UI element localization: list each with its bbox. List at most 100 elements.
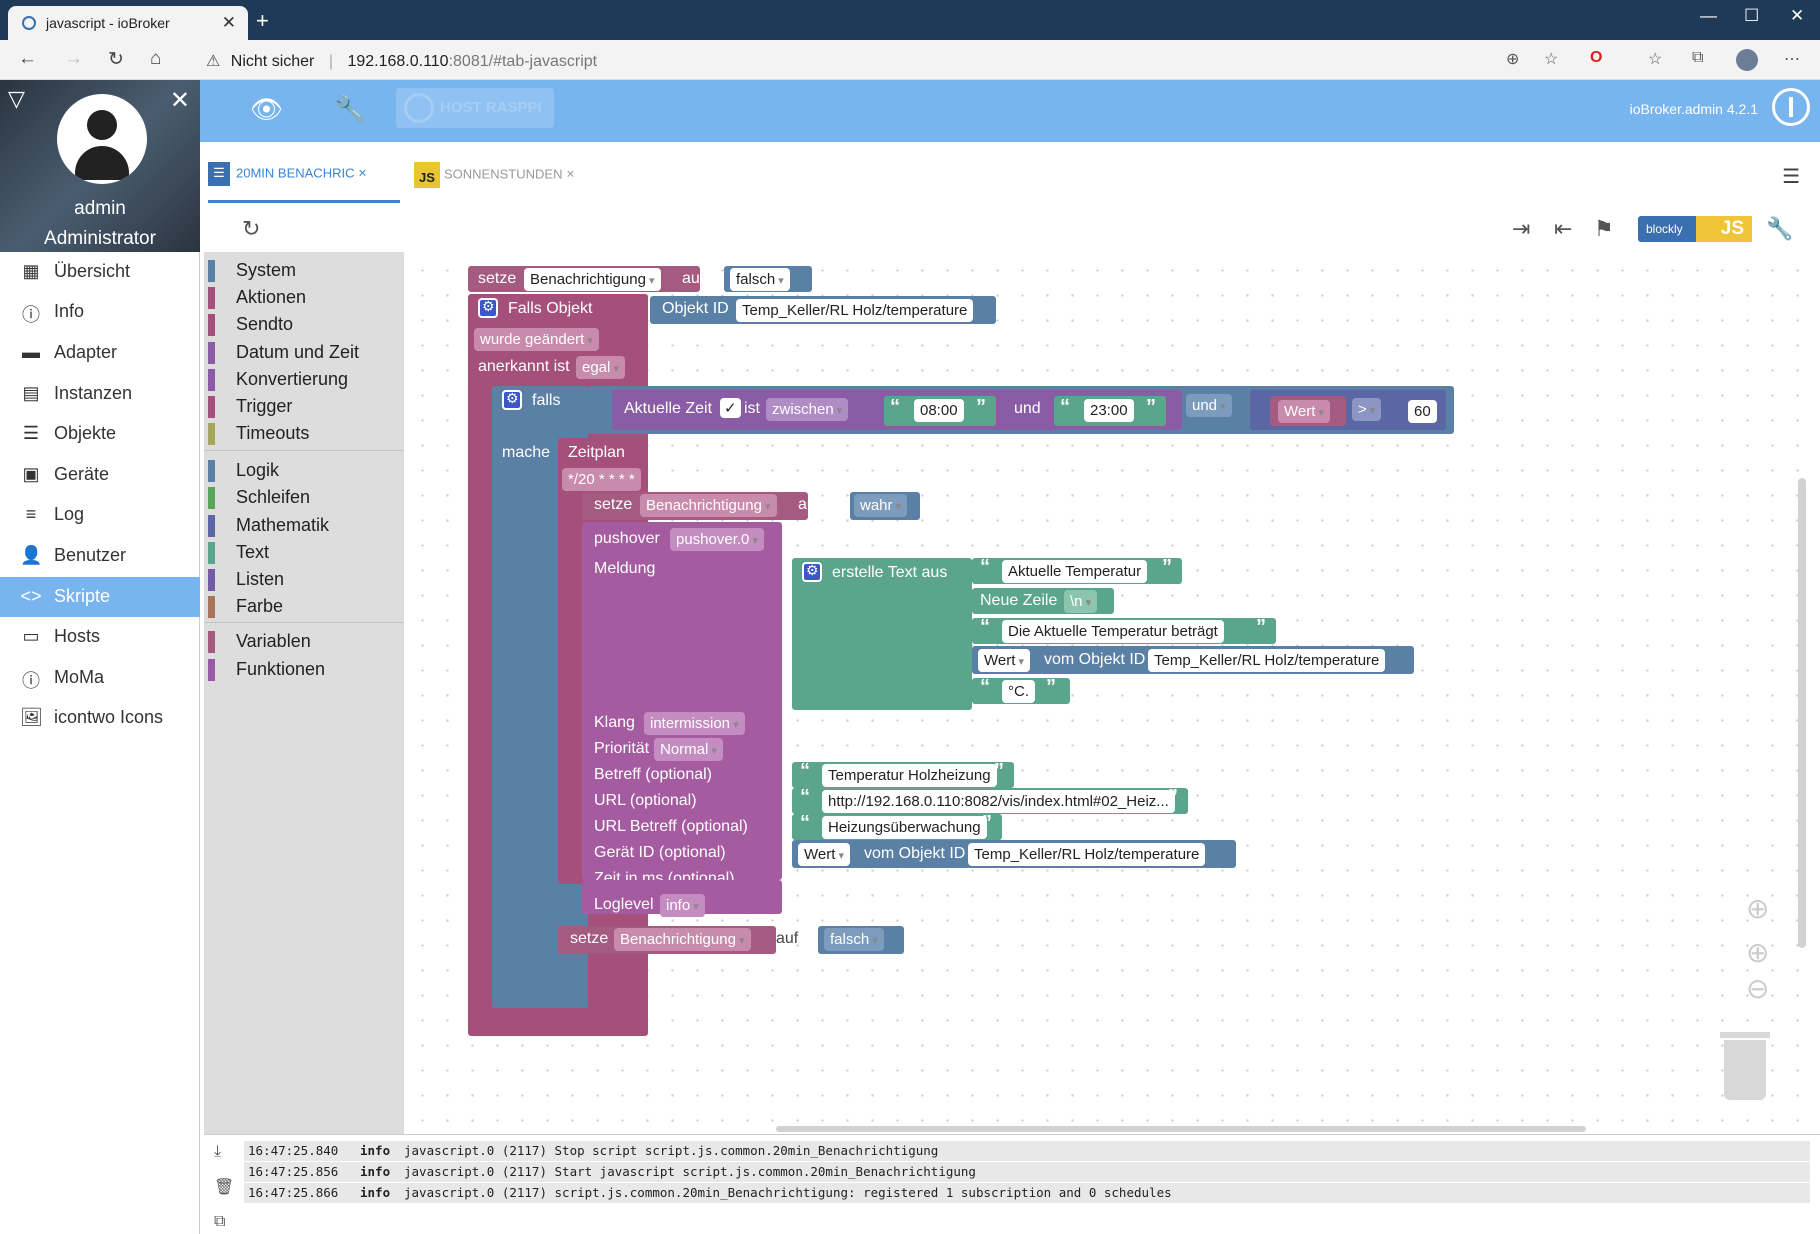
gear-icon[interactable] (478, 298, 498, 318)
opera-extension-icon[interactable]: O (1590, 49, 1603, 66)
blockly-workspace[interactable]: setze Benachrichtigung auf falsch Falls … (404, 252, 1810, 1134)
text-field[interactable]: Temperatur Holzheizung (822, 764, 997, 787)
settings-wrench-icon[interactable]: 🔧 (1766, 216, 1794, 241)
toolbox-category-timeouts[interactable]: Timeouts (204, 421, 404, 447)
toolbox-category-sendto[interactable]: Sendto (204, 312, 404, 338)
attribute-dropdown[interactable]: Wert (798, 843, 850, 866)
sidebar-item-icontwo[interactable]: 🖼icontwo Icons (0, 698, 200, 738)
vertical-scrollbar[interactable] (1798, 478, 1806, 948)
text-field[interactable]: °C. (1002, 680, 1035, 703)
home-icon[interactable]: ⌂ (150, 48, 162, 69)
instance-dropdown[interactable]: pushover.0 (670, 528, 764, 551)
zoom-out-icon[interactable]: ⊖ (1746, 973, 1770, 1004)
favorites-icon[interactable]: ☆ (1648, 51, 1663, 68)
toolbox-category-farbe[interactable]: Farbe (204, 594, 404, 620)
sidebar-item-skripte[interactable]: <>Skripte (0, 577, 200, 617)
reload-icon[interactable]: ↻ (108, 49, 124, 70)
horizontal-scrollbar[interactable] (776, 1126, 1586, 1132)
toolbox-category-variablen[interactable]: Variablen (204, 629, 404, 655)
boolean-dropdown[interactable]: falsch (730, 268, 790, 291)
zoom-icon[interactable]: ⊕ (1506, 51, 1520, 68)
text-join-block[interactable] (792, 558, 972, 710)
sidebar-item-uebersicht[interactable]: ▦Übersicht (0, 252, 200, 292)
new-tab-button[interactable]: + (256, 8, 269, 33)
sidebar-item-instanzen[interactable]: ▤Instanzen (0, 374, 200, 414)
close-tab-icon[interactable]: × (358, 164, 367, 181)
newline-dropdown[interactable]: \n (1064, 590, 1098, 613)
url-input[interactable]: ⚠ Nicht sicher | 192.168.0.110:8081/#tab… (198, 46, 1568, 74)
boolean-dropdown[interactable]: wahr (854, 494, 908, 517)
toolbox-category-logik[interactable]: Logik (204, 458, 404, 484)
trash-icon[interactable] (1720, 1032, 1770, 1100)
refresh-icon[interactable]: ↻ (242, 216, 261, 241)
value-dropdown[interactable]: Wert (1278, 400, 1330, 423)
number-field[interactable]: 60 (1408, 400, 1437, 423)
sidebar-item-hosts[interactable]: ▭Hosts (0, 617, 200, 657)
variable-dropdown[interactable]: Benachrichtigung (640, 494, 777, 517)
sidebar-item-log[interactable]: ≡Log (0, 495, 200, 535)
pushover-block[interactable] (582, 522, 782, 880)
attribute-dropdown[interactable]: Wert (978, 649, 1030, 672)
toolbox-category-funktionen[interactable]: Funktionen (204, 657, 404, 683)
close-tab-icon[interactable]: × (566, 165, 575, 182)
gear-icon[interactable] (502, 390, 522, 410)
minimize-icon[interactable]: — (1700, 6, 1717, 25)
recenter-icon[interactable]: ⊕ (1746, 893, 1770, 924)
change-dropdown[interactable]: wurde geändert (474, 328, 599, 351)
export-icon[interactable]: ⇥ (1512, 216, 1531, 241)
favorite-add-icon[interactable]: ☆ (1544, 51, 1559, 68)
more-icon[interactable]: ⋯ (1784, 51, 1800, 68)
scroll-down-icon[interactable]: ⤓ (214, 1143, 222, 1160)
menu-icon[interactable]: ☰ (1782, 166, 1800, 188)
cron-field[interactable]: */20 * * * * (562, 468, 641, 491)
sidebar-item-adapter[interactable]: ▬Adapter (0, 333, 200, 373)
time-to-field[interactable]: 23:00 (1084, 399, 1134, 422)
and-dropdown[interactable]: und (1186, 394, 1232, 417)
tab-20min-benachrichtigung[interactable]: ☰20MIN BENACHRIC × (208, 162, 367, 186)
maximize-icon[interactable]: ☐ (1744, 6, 1760, 25)
wrench-icon[interactable]: 🔧 (334, 94, 367, 124)
object-id-field[interactable]: Temp_Keller/RL Holz/temperature (968, 843, 1206, 866)
sidebar-item-objekte[interactable]: ☰Objekte (0, 414, 200, 454)
sound-dropdown[interactable]: intermission (644, 712, 745, 735)
toolbox-category-schleifen[interactable]: Schleifen (204, 485, 404, 511)
close-window-icon[interactable]: ✕ (1790, 6, 1805, 25)
variable-dropdown[interactable]: Benachrichtigung (614, 928, 751, 951)
priority-dropdown[interactable]: Normal (654, 738, 723, 761)
variable-dropdown[interactable]: Benachrichtigung (524, 268, 661, 291)
collections-icon[interactable]: ⧉ (1692, 49, 1704, 66)
object-id-field[interactable]: Temp_Keller/RL Holz/temperature (1148, 649, 1386, 672)
clear-log-icon[interactable]: 🗑 (214, 1179, 235, 1196)
browser-tab[interactable]: javascript - ioBroker ✕ (8, 6, 248, 40)
close-sidebar-icon[interactable]: ✕ (169, 87, 190, 114)
gear-icon[interactable] (802, 562, 822, 582)
time-from-field[interactable]: 08:00 (914, 399, 964, 422)
close-tab-icon[interactable]: ✕ (221, 13, 236, 32)
checkered-flag-icon[interactable]: ⚑ (1594, 216, 1614, 241)
toolbox-category-text[interactable]: Text (204, 540, 404, 566)
sidebar-item-benutzer[interactable]: 👤Benutzer (0, 536, 200, 576)
toolbox-category-mathematik[interactable]: Mathematik (204, 513, 404, 539)
host-button[interactable]: HOST RASPPI (396, 88, 554, 128)
toolbox-category-system[interactable]: System (204, 258, 404, 284)
sidebar-item-geraete[interactable]: ▣Geräte (0, 455, 200, 495)
back-icon[interactable]: ← (18, 48, 37, 69)
operator-dropdown[interactable]: > (1352, 398, 1382, 421)
text-field[interactable]: Heizungsüberwachung (822, 816, 987, 839)
copy-log-icon[interactable]: ⧉ (214, 1213, 226, 1230)
toolbox-category-konvertierung[interactable]: Konvertierung (204, 367, 404, 393)
text-field[interactable]: Die Aktuelle Temperatur beträgt (1002, 620, 1224, 643)
profile-avatar[interactable] (1736, 49, 1758, 71)
toolbox-category-listen[interactable]: Listen (204, 567, 404, 593)
zoom-in-icon[interactable]: ⊕ (1746, 937, 1770, 968)
compare-dropdown[interactable]: zwischen (766, 398, 849, 421)
ack-dropdown[interactable]: egal (576, 356, 625, 379)
text-field[interactable]: http://192.168.0.110:8082/vis/index.html… (822, 790, 1175, 813)
text-field[interactable]: Aktuelle Temperatur (1002, 560, 1148, 583)
triangle-menu-icon[interactable]: ▽ (8, 86, 25, 111)
eye-icon[interactable]: 👁 (250, 94, 284, 124)
blockly-js-toggle[interactable]: blockly JS (1638, 216, 1754, 242)
